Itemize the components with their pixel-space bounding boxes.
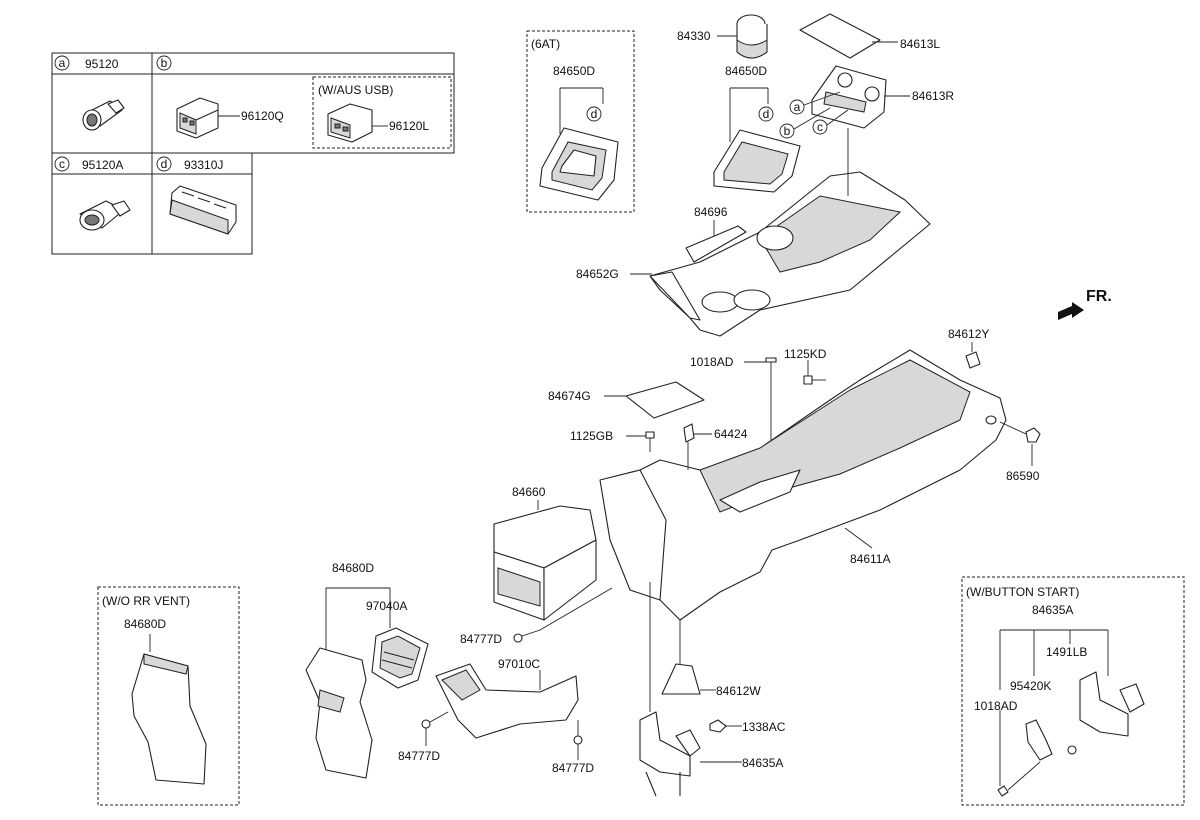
box-wo-rr-vent-title: (W/O RR VENT): [102, 594, 190, 608]
part-1125kd-bolt: [803, 375, 826, 385]
label-84613l: 84613L: [900, 37, 940, 51]
part-84777d-screw-c: [573, 720, 583, 745]
part-84696-trim: [685, 225, 747, 263]
box-button-start-part-95420k: 95420K: [1010, 679, 1051, 693]
part-84635a-bracket: [639, 711, 701, 797]
marker-c: c: [817, 120, 823, 134]
marker-a: a: [794, 100, 801, 114]
legend-part-93310j: 93310J: [184, 158, 223, 172]
label-84613r: 84613R: [912, 89, 954, 103]
part-84613l-pad: [799, 13, 881, 59]
switch-93310j-icon: [169, 185, 237, 235]
legend-part-95120: 95120: [85, 57, 119, 71]
label-1338ac: 1338AC: [742, 720, 786, 734]
marker-d: d: [763, 107, 770, 121]
marker-b: b: [784, 124, 791, 138]
label-86590: 86590: [1006, 469, 1040, 483]
label-84674g: 84674G: [548, 389, 591, 403]
legend-part-95120a: 95120A: [82, 158, 123, 172]
part-84777d-screw-b: [421, 711, 449, 729]
part-84611a-main-console: [599, 349, 1007, 621]
legend-cell-a: a 95120: [54, 55, 125, 131]
box-6at-marker: d: [591, 107, 598, 121]
part-97040a-vent: [371, 627, 429, 689]
part-84612w-clip: [661, 663, 701, 695]
label-84650d: 84650D: [725, 64, 767, 78]
part-86590-nut: [1025, 427, 1041, 443]
label-84777d-c: 84777D: [552, 761, 594, 775]
fr-arrow-icon: [1058, 302, 1084, 320]
part-84674g-pad: [625, 381, 705, 419]
fr-label: FR.: [1086, 288, 1112, 305]
part-84612y-clip: [965, 351, 981, 369]
part-64424-clip: [683, 423, 695, 443]
label-84330: 84330: [677, 29, 711, 43]
label-1125kd: 1125KD: [784, 347, 827, 361]
part-84652g-upper-console: [649, 171, 931, 337]
label-84696: 84696: [694, 205, 728, 219]
label-1018ad: 1018AD: [690, 355, 734, 369]
legend-letter-c: c: [59, 157, 65, 171]
shift-bezel-6at-icon: [539, 127, 619, 201]
label-84777d-a: 84777D: [460, 632, 502, 646]
legend-letter-d: d: [161, 157, 168, 171]
part-84650d-bezel: [713, 129, 801, 193]
usb-jack-96120l-icon: [327, 103, 373, 143]
label-84612w: 84612W: [716, 684, 761, 698]
legend-part-96120l: 96120L: [389, 119, 429, 133]
part-97010c-duct: [435, 663, 579, 739]
label-84652g: 84652G: [576, 267, 619, 281]
legend-part-96120q: 96120Q: [241, 109, 284, 123]
label-84635a: 84635A: [742, 756, 783, 770]
box-button-start: (W/BUTTON START) 84635A 95420K 1491LB 10…: [961, 576, 1185, 806]
part-1018ad-screw: [765, 357, 777, 376]
box-wo-rr-vent: (W/O RR VENT) 84680D: [97, 586, 240, 806]
label-84660: 84660: [512, 485, 546, 499]
label-97010c: 97010C: [498, 657, 540, 671]
legend-table: a 95120 b 96120Q (W/AUS USB): [51, 52, 455, 255]
label-1125gb: 1125GB: [570, 429, 613, 443]
socket-95120-icon: [82, 99, 125, 131]
box-6at-title: (6AT): [531, 37, 560, 51]
box-6at-part: 84650D: [553, 64, 595, 78]
socket-95120a-icon: [79, 200, 131, 231]
label-64424: 64424: [714, 427, 748, 441]
part-1338ac-nut: [709, 719, 727, 733]
box-6at: (6AT) 84650D d: [526, 30, 635, 213]
legend-cell-c: c 95120A: [54, 156, 131, 231]
box-wo-rr-vent-part: 84680D: [124, 617, 166, 631]
box-button-start-part-1491lb: 1491LB: [1046, 645, 1087, 659]
label-84680d: 84680D: [332, 561, 374, 575]
box-button-start-title: (W/BUTTON START): [966, 585, 1079, 599]
label-84612y: 84612Y: [948, 327, 989, 341]
part-84777d-screw-a: [513, 629, 541, 643]
cover-wo-rr-vent-icon: [131, 653, 207, 785]
part-84660-armrest: [493, 505, 597, 621]
legend-letter-a: a: [59, 56, 66, 70]
part-84330-knob: [736, 14, 768, 59]
label-84611a: 84611A: [850, 552, 890, 566]
legend-cell-d: d 93310J: [156, 156, 237, 235]
legend-cell-b: b 96120Q (W/AUS USB) 96120L: [156, 55, 429, 143]
part-84613r-panel: [811, 65, 887, 129]
legend-letter-b: b: [161, 56, 168, 70]
usb-jack-96120q-icon: [176, 97, 219, 139]
part-84680d-rear-cover: [305, 647, 373, 779]
label-84777d-b: 84777D: [398, 749, 440, 763]
bracket-button-start-icon: [997, 671, 1145, 797]
box-button-start-part-84635a: 84635A: [1032, 603, 1073, 617]
usb-box-title: (W/AUS USB): [318, 83, 393, 97]
label-97040a: 97040A: [366, 599, 407, 613]
box-button-start-part-1018ad: 1018AD: [974, 699, 1018, 713]
part-1125gb-bolt: [645, 431, 655, 452]
